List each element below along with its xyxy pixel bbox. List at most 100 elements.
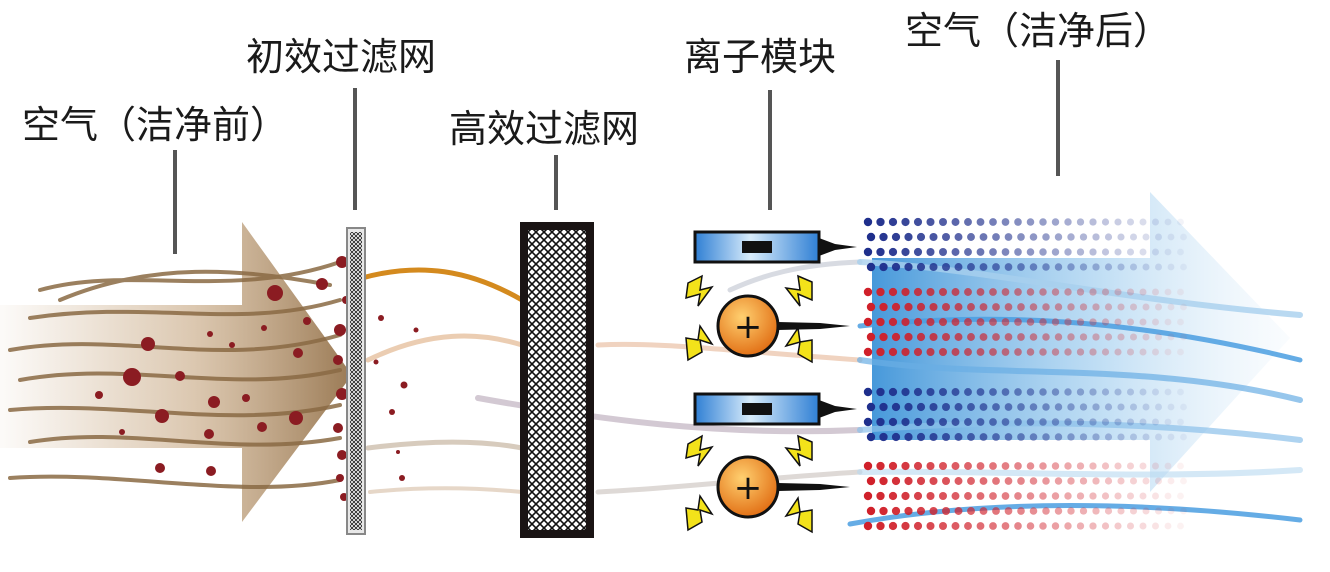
negative-ion-dot: [976, 388, 985, 396]
negative-ion-dot: [1026, 388, 1035, 396]
positive-ion-dot: [888, 491, 898, 501]
negative-ion-dot: [916, 232, 926, 242]
positive-ion-dot: [1114, 288, 1122, 296]
negative-ion-dot: [916, 262, 926, 272]
dirty-air-arrow: [0, 222, 352, 522]
negative-ion-dot: [1164, 218, 1172, 226]
negative-ion-dot: [1004, 233, 1013, 241]
negative-ion-dot: [1029, 233, 1038, 241]
positive-ion-dot: [913, 317, 923, 327]
positive-ion-dot: [1101, 288, 1110, 296]
positive-ion-dot: [1152, 522, 1159, 530]
positive-ion-dot: [951, 348, 960, 356]
positive-ion-dot: [967, 333, 975, 341]
positive-ion-dot: [941, 506, 951, 516]
positive-ion-dot: [866, 332, 876, 342]
negative-ion-dot: [1067, 433, 1075, 441]
positive-ion-dot: [1139, 492, 1147, 500]
positive-ion-dot: [926, 287, 935, 297]
negative-ion-dot: [929, 402, 938, 412]
positive-ion-dot: [1089, 318, 1097, 326]
negative-ion-dot: [1167, 433, 1175, 441]
positive-ion-dot: [1067, 303, 1075, 311]
negative-ion-dot: [1092, 433, 1100, 441]
positive-ion-dot: [1054, 477, 1063, 485]
positive-ion-dot: [1064, 492, 1072, 500]
negative-ion-dot: [989, 248, 997, 256]
negative-ion-dot: [1114, 418, 1122, 426]
positive-ion-dot: [1064, 462, 1072, 470]
negative-ion-dot: [1014, 248, 1022, 256]
positive-ion-dot: [916, 476, 926, 486]
negative-ion-dot: [1092, 403, 1100, 411]
negative-ion-dot: [976, 218, 985, 226]
positive-ion-dot: [1104, 303, 1113, 311]
positive-ion-dot: [904, 506, 913, 516]
positive-ion-dot: [1177, 522, 1184, 530]
positive-ion-dot: [913, 287, 923, 297]
positive-ion-dot: [926, 461, 935, 471]
positive-ion-dot: [938, 491, 948, 501]
positive-ion-dot: [1114, 492, 1122, 500]
positive-ion-dot: [954, 477, 963, 485]
negative-ion-dot: [879, 262, 888, 272]
negative-ion-dot: [1051, 388, 1060, 396]
negative-ion-dot: [1164, 248, 1172, 256]
positive-ion-dot: [1064, 288, 1072, 296]
negative-ion-dot: [1180, 403, 1187, 411]
negative-ion-dot: [891, 262, 901, 272]
negative-ion-dot: [1167, 403, 1175, 411]
negative-ion-dot: [891, 432, 901, 442]
negative-ion-dot: [863, 217, 873, 227]
negative-ion-dot: [1167, 263, 1175, 271]
positive-ion-dot: [916, 506, 926, 516]
positive-ion-dot: [1126, 288, 1135, 296]
positive-ion-dot: [989, 522, 997, 530]
negative-ion-dot: [1101, 388, 1110, 396]
positive-ion-dot: [1164, 522, 1172, 530]
positive-ion-dot: [876, 491, 885, 501]
positive-ion-dot: [929, 332, 938, 342]
positive-ion-dot: [1155, 333, 1162, 341]
positive-ion-dot: [1017, 477, 1025, 485]
positive-ion-dot: [1064, 348, 1072, 356]
positive-ion-dot: [964, 462, 972, 470]
positive-ion-dot: [1167, 303, 1175, 311]
positive-ion-dot: [879, 332, 888, 342]
negative-ion-dot: [1001, 218, 1010, 226]
negative-ion-dot: [1139, 248, 1147, 256]
positive-ion-dot: [1126, 492, 1135, 500]
negative-ion-dot: [1152, 248, 1159, 256]
negative-ion-dot: [1129, 403, 1138, 411]
negative-ion-dot: [1067, 403, 1075, 411]
negative-ion-dot: [1017, 433, 1025, 441]
positive-ion-dot: [1026, 288, 1035, 296]
positive-ion-dot: [941, 302, 951, 312]
positive-ion-dot: [1180, 303, 1187, 311]
negative-ion-dot: [967, 233, 975, 241]
negative-ion-dot: [888, 217, 898, 227]
positive-ion-dot: [967, 303, 975, 311]
negative-ion-dot: [1155, 433, 1162, 441]
positive-ion-dot: [1129, 303, 1138, 311]
positive-ion-dot: [979, 507, 988, 515]
positive-ion-dot: [1004, 333, 1013, 341]
negative-ion-dot: [951, 418, 960, 426]
positive-ion-dot: [964, 492, 972, 500]
positive-ion-dot: [1051, 522, 1060, 530]
negative-ion-dot: [954, 433, 963, 441]
negative-ion-dot: [941, 402, 951, 412]
positive-ion-dot: [891, 302, 901, 312]
negative-ion-dot: [1014, 388, 1022, 396]
positive-ion-dot: [1092, 333, 1100, 341]
negative-ion-dot: [1079, 263, 1088, 271]
negative-ion-dot: [992, 263, 1000, 271]
negative-ion-dot: [1026, 248, 1035, 256]
positive-ion-dot: [866, 476, 876, 486]
positive-ion-dot: [916, 302, 926, 312]
negative-ion-dot: [976, 418, 985, 426]
positive-ion-dot: [1101, 492, 1110, 500]
positive-ion-symbol-top: +: [734, 307, 763, 347]
